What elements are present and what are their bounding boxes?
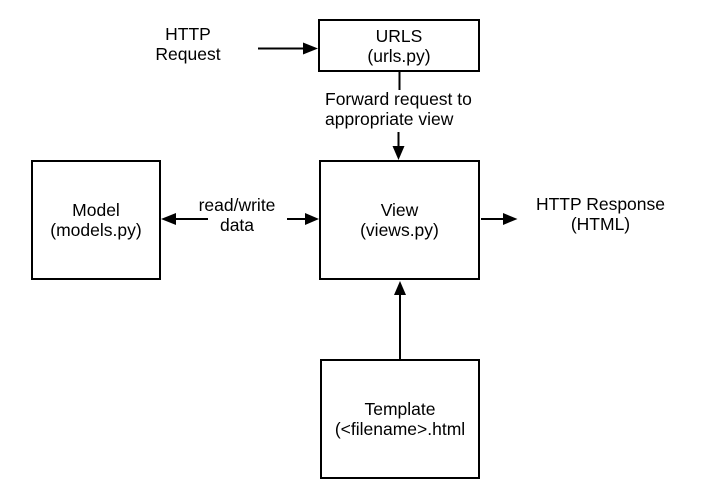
template-box: Template (<filename>.html bbox=[320, 359, 480, 479]
urls-box: URLS (urls.py) bbox=[318, 19, 480, 72]
forward-request-label-line1: Forward request to bbox=[325, 89, 472, 109]
view-box-subtitle: (views.py) bbox=[360, 220, 439, 240]
view-box-title: View bbox=[380, 200, 419, 220]
http-response-label: HTTP Response (HTML) bbox=[520, 194, 681, 234]
arrow-down-icon bbox=[392, 146, 405, 160]
http-request-label-line1: HTTP bbox=[165, 24, 211, 44]
urls-box-subtitle: (urls.py) bbox=[367, 45, 431, 66]
arrow-right-icon bbox=[303, 42, 318, 55]
model-box-subtitle: (models.py) bbox=[50, 220, 142, 240]
http-response-label-line1: HTTP Response bbox=[535, 194, 666, 214]
forward-to-view-arrow bbox=[392, 132, 405, 160]
model-box-title: Model bbox=[72, 200, 120, 220]
arrow-up-icon bbox=[394, 281, 406, 295]
view-to-response-arrow bbox=[481, 213, 518, 225]
http-response-label-line2: (HTML) bbox=[570, 214, 631, 234]
read-write-label-line1: read/write bbox=[198, 195, 276, 215]
forward-request-label: Forward request to appropriate view bbox=[325, 89, 495, 129]
http-request-label: HTTP Request bbox=[118, 24, 258, 64]
http-request-label-line2: Request bbox=[155, 44, 221, 64]
template-box-title: Template bbox=[364, 399, 436, 419]
arrow-right-icon bbox=[503, 213, 518, 225]
forward-request-label-line2: appropriate view bbox=[325, 109, 454, 129]
http-request-arrow bbox=[258, 42, 318, 55]
read-write-label-line2: data bbox=[219, 215, 255, 235]
template-to-view-arrow bbox=[394, 281, 406, 359]
template-box-subtitle: (<filename>.html bbox=[334, 419, 466, 439]
read-write-label: read/write data bbox=[157, 195, 317, 235]
urls-box-title: URLS bbox=[375, 25, 423, 46]
view-box: View (views.py) bbox=[319, 160, 480, 280]
model-box: Model (models.py) bbox=[31, 160, 161, 280]
